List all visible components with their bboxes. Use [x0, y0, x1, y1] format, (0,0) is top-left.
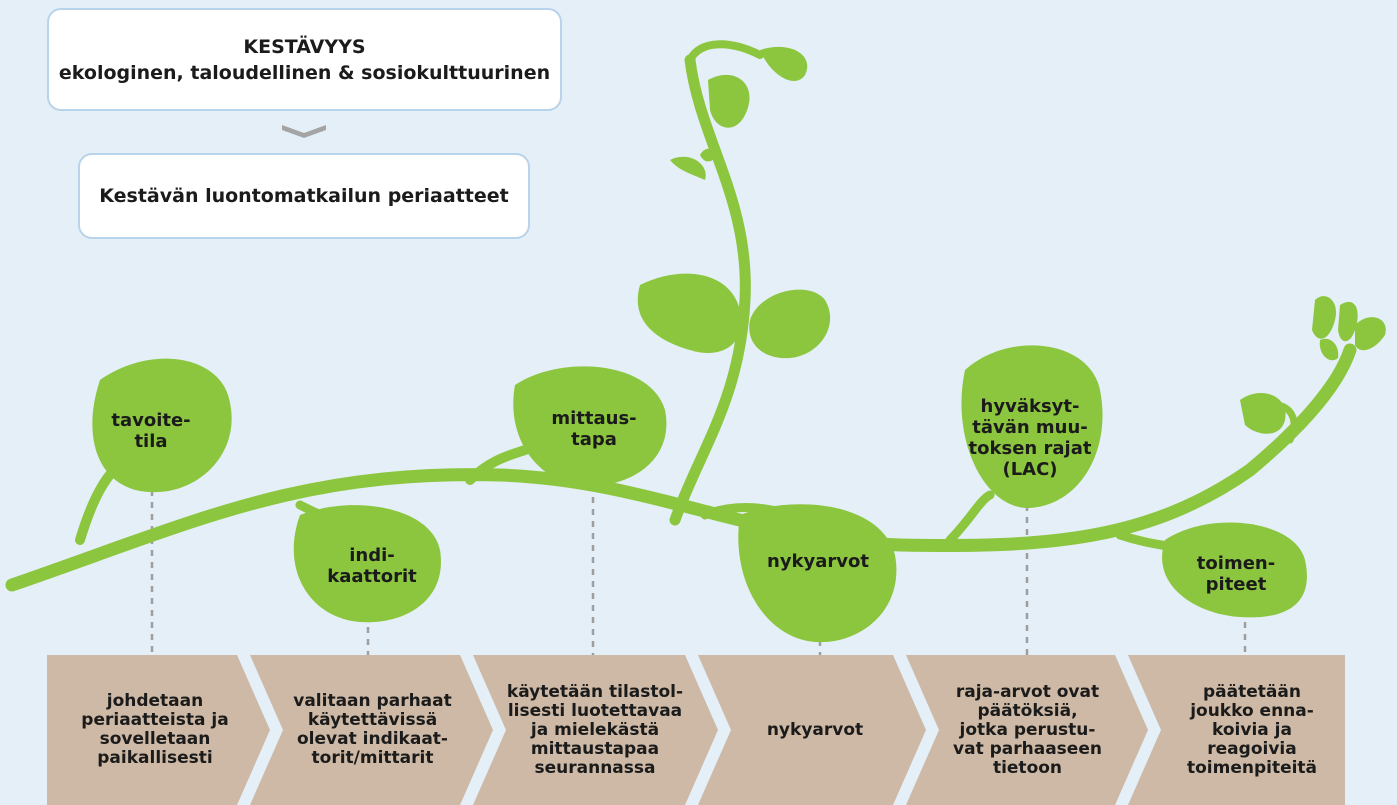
step-arrow-1	[47, 655, 270, 805]
step-5-text: raja-arvot ovat päätöksiä, jotka perustu…	[953, 681, 1102, 778]
step-4: nykyarvot	[735, 655, 895, 805]
dashed-connectors	[150, 485, 1247, 655]
leaf-label-actions: toimen- piteet	[1196, 553, 1276, 595]
process-arrows	[47, 655, 1345, 805]
leaf-shape-4	[738, 504, 897, 643]
step-6-text: päätetään joukko enna- koivia ja reagoiv…	[1186, 681, 1318, 778]
leaf-shape-5	[961, 345, 1103, 509]
step-5: raja-arvot ovat päätöksiä, jotka perustu…	[940, 655, 1115, 805]
step-4-text: nykyarvot	[766, 719, 864, 740]
leaf-label-target-state: tavoite- tila	[111, 410, 191, 452]
step-arrow-5	[906, 655, 1148, 805]
leaf-label-measurement: mittaus- tapa	[551, 408, 637, 450]
leaf-shape-6	[1162, 522, 1307, 618]
leaf-label-current-values: nykyarvot	[767, 551, 869, 572]
step-2-text: valitaan parhaat käytettävissä olevat in…	[293, 691, 452, 768]
step-1-text: johdetaan periaatteista ja sovelletaan p…	[81, 691, 229, 768]
step-3-text: käytetään tilastol- lisesti luotettavaa …	[506, 681, 684, 778]
leaf-shape-3	[513, 366, 667, 487]
sustainability-subtitle: ekologinen, taloudellinen & sosiokulttuu…	[58, 61, 551, 84]
step-3: käytetään tilastol- lisesti luotettavaa …	[506, 655, 684, 805]
chevron-down-icon	[282, 125, 326, 138]
step-2: valitaan parhaat käytettävissä olevat in…	[285, 655, 460, 805]
leaf-label-indicators: indi- kaattorit	[327, 545, 417, 587]
principles-box: Kestävän luontomatkailun periaatteet	[78, 153, 530, 239]
step-arrow-6	[1128, 655, 1345, 805]
sustainability-box: KESTÄVYYS ekologinen, taloudellinen & so…	[47, 8, 562, 111]
step-6: päätetään joukko enna- koivia ja reagoiv…	[1162, 655, 1342, 805]
principles-label: Kestävän luontomatkailun periaatteet	[99, 185, 509, 207]
step-arrow-3	[473, 655, 718, 805]
leaf-label-lac: hyväksyt- tävän muu- toksen rajat (LAC)	[968, 396, 1092, 480]
leaf-shape-2	[293, 505, 441, 623]
leaf-shape-1	[92, 358, 232, 493]
step-1: johdetaan periaatteista ja sovelletaan p…	[55, 655, 255, 805]
leaves-shapes	[92, 46, 1386, 643]
step-arrow-2	[250, 655, 493, 805]
step-arrow-4	[698, 655, 926, 805]
sustainability-title: KESTÄVYYS	[243, 35, 366, 58]
